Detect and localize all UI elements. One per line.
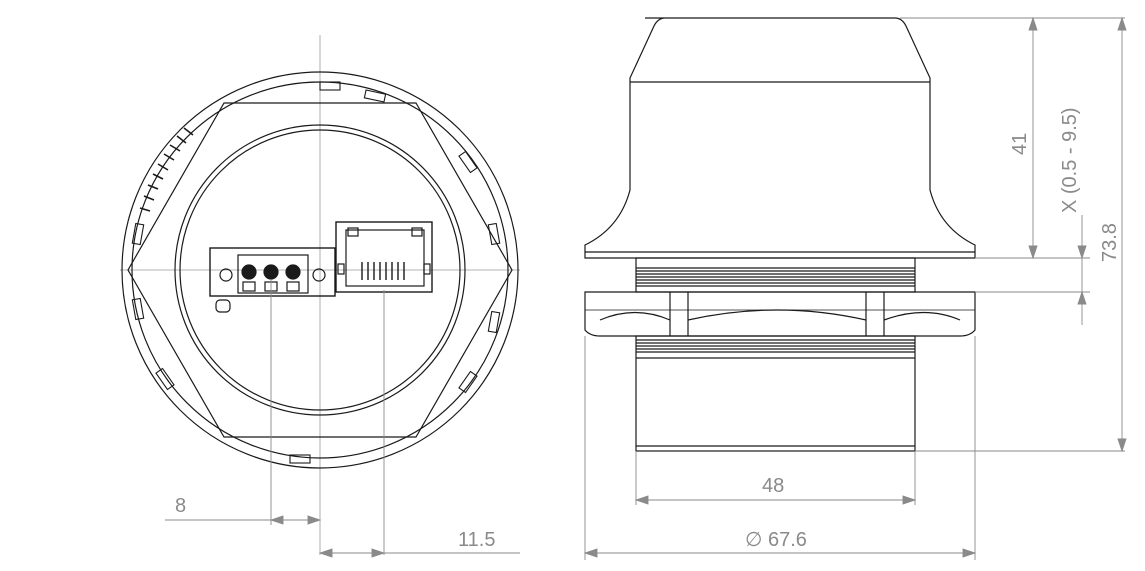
terminal-screw-2	[263, 264, 279, 280]
side-view-dimensions	[583, 16, 1127, 560]
dim-total-height: 73.8	[1099, 223, 1121, 262]
rim-notches	[131, 81, 501, 464]
dim-body-width: 48	[762, 475, 784, 497]
upper-thread	[635, 257, 916, 293]
hex-nut-side	[584, 291, 976, 337]
dim-top-height: 41	[1009, 133, 1031, 155]
terminal-screw-3	[285, 264, 301, 280]
rj45-port	[335, 221, 433, 293]
side-view	[584, 17, 976, 452]
terminal-block	[209, 247, 336, 313]
outer-ring	[121, 71, 519, 469]
hex-nut	[127, 102, 513, 438]
dim-rj45-offset: 11.5	[458, 529, 495, 551]
dim-panel-thickness: X (0.5 - 9.5)	[1059, 107, 1081, 213]
dim-flange-diameter: ∅ 67.6	[745, 529, 807, 551]
face-ring-inner	[179, 129, 461, 411]
bottom-view	[120, 35, 520, 555]
bottom-view-dimensions	[165, 280, 520, 558]
terminal-screw-1	[241, 264, 257, 280]
face-ring-outer	[174, 124, 466, 416]
lower-body	[635, 335, 916, 452]
dim-connector-offset: 8	[175, 495, 186, 517]
grip-ridges	[139, 127, 194, 212]
cap-top	[584, 17, 976, 259]
rj45-pins	[361, 262, 405, 280]
